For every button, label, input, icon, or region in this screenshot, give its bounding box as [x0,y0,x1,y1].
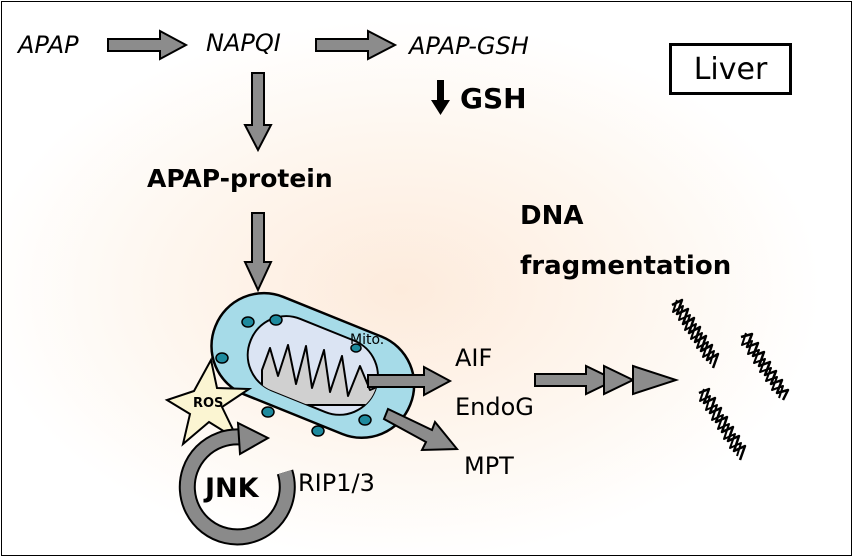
label-apap: APAP [18,31,79,59]
label-jnk: JNK [205,473,259,504]
label-mito: Mito. [350,332,385,348]
label-gsh: GSH [460,82,527,115]
arrow-napqi-to-apapgsh [315,29,398,61]
label-mpt: MPT [464,452,514,480]
arrow-mito-to-mpt [382,407,460,452]
label-apap-gsh: APAP-GSH [409,32,529,60]
label-aif: AIF [455,344,493,372]
gsh-down-arrow [431,80,450,115]
liver-label-box: Liver [669,43,792,95]
dna-fragment [740,332,790,401]
label-liver: Liver [693,51,768,87]
label-ros: ROS [193,396,224,411]
label-napqi: NAPQI [206,29,281,57]
arrow-napqi-to-protein [243,72,273,153]
arrow-apap-to-napqi [107,29,189,61]
arrow-protein-to-mito [243,212,273,293]
label-apap-protein: APAP-protein [147,164,333,193]
label-fragmentation: fragmentation [520,251,732,281]
dna-fragment [671,298,720,369]
ros-star [164,357,253,447]
label-endog: EndoG [455,393,534,421]
label-rip: RIP1/3 [298,469,375,497]
mitochondrion [210,291,416,440]
dna-fragment [698,387,747,461]
arrow-mito-to-aif [367,365,453,397]
label-dna: DNA [520,201,584,231]
arrow-to-dna [534,364,680,396]
jnk-cycle-arrow [178,421,296,546]
